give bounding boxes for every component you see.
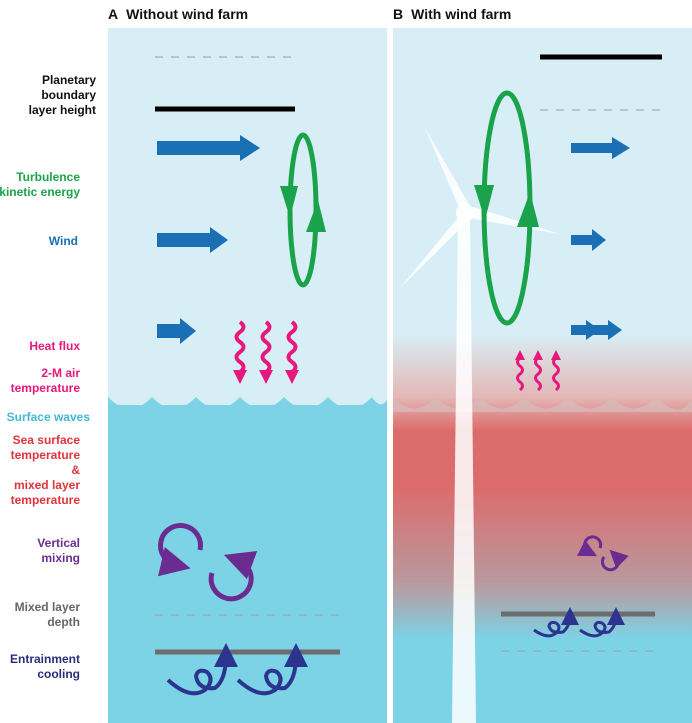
panel-b-title: B With wind farm [393,6,511,22]
panel-b-wind-arrow-3 [571,320,622,340]
label-entrainment-cooling: Entrainment cooling [9,652,80,681]
panel-a [108,28,387,723]
label-sea-surface-temperature: Sea surface temperature & mixed layer te… [10,433,80,507]
panel-a-tke-loop [280,132,326,288]
label-turbulence-kinetic-energy: Turbulence kinetic energy [0,170,80,199]
panel-a-heat-flux [233,320,299,384]
panel-a-title: A Without wind farm [108,6,248,22]
panel-a-wind-arrow-1 [157,135,260,161]
panel-a-wind-arrow-2 [157,227,228,253]
panel-a-vertical-mixing [157,523,258,602]
panel-b-wind-arrow-2 [571,229,606,251]
panel-b-letter: B [393,6,404,22]
panel-b-background [393,28,692,723]
turbine-blade-lower [400,214,467,288]
label-wind: Wind [48,234,78,248]
panel-b-tke-loop [474,90,539,326]
panel-b [393,28,692,723]
wind-turbine [400,128,560,723]
panel-b-heat-flux [515,350,561,392]
label-vertical-mixing: Vertical mixing [37,536,80,565]
turbine-tower [452,215,476,723]
label-mixed-layer-depth: Mixed layer depth [14,600,80,629]
panel-b-wind-arrow-1 [571,137,630,159]
panel-b-entrainment [533,607,625,638]
panel-a-letter: A [108,6,119,22]
label-surface-waves: Surface waves [6,410,90,424]
panel-a-entrainment [166,643,308,696]
panel-b-vertical-mixing [576,535,629,572]
label-planetary-boundary-layer-height: Planetary boundary layer height [28,73,96,117]
panel-a-wind-arrow-3 [157,318,196,344]
label-2m-air-temperature: 2-M air temperature [10,366,80,395]
panel-a-surface-waves [108,397,387,420]
panel-b-title-text: With wind farm [411,6,512,22]
turbine-blade-upper [425,128,470,212]
panel-a-title-text: Without wind farm [126,6,249,22]
label-heat-flux: Heat flux [29,339,80,353]
panel-a-sky [108,28,387,413]
turbine-hub [456,204,474,222]
